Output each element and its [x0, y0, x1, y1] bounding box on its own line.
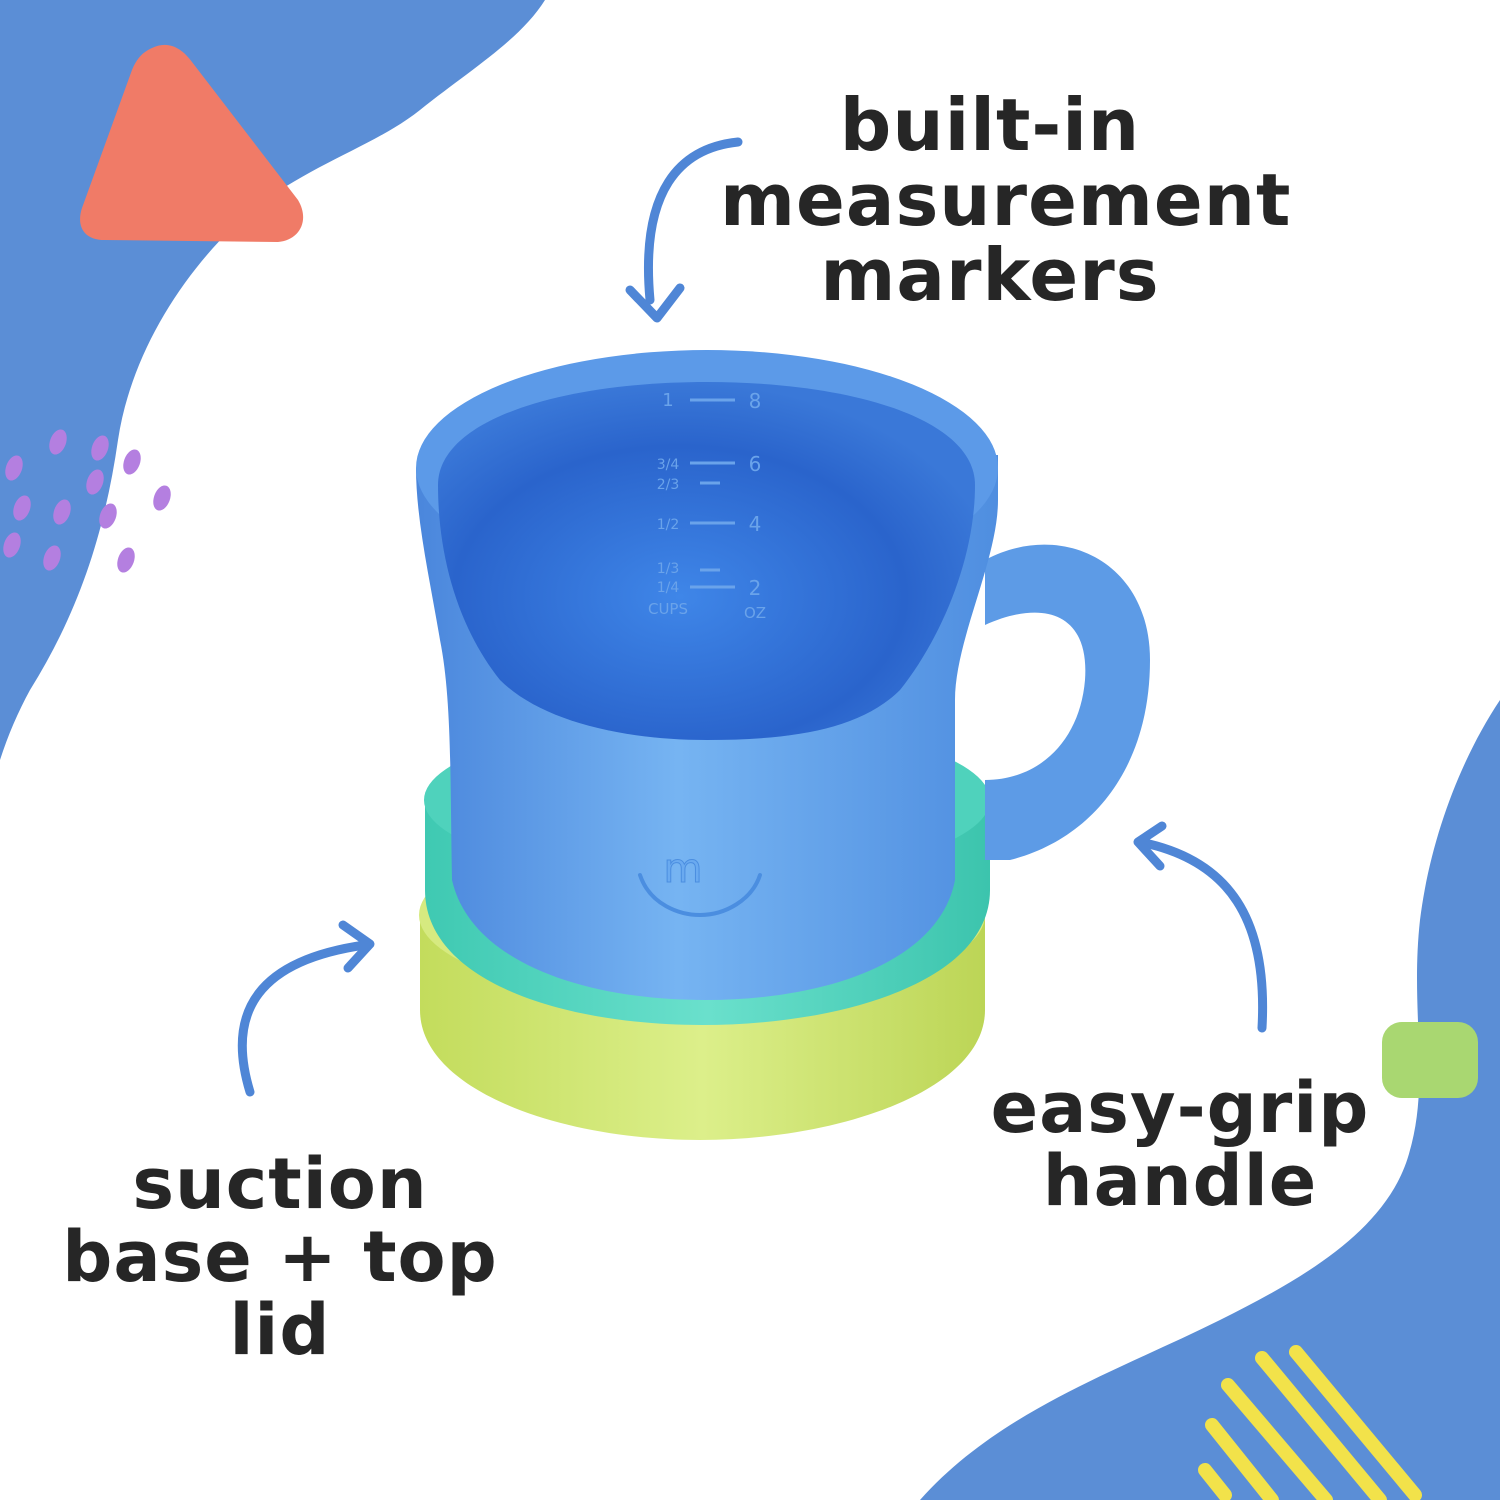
logo-letter: m — [664, 846, 703, 892]
oz-mark-6: 6 — [749, 452, 762, 476]
cups-mark-1-4: 1/4 — [657, 580, 680, 596]
callout-line: suction — [132, 1143, 428, 1225]
oz-unit-label: OZ — [744, 604, 766, 622]
coral-triangle — [80, 44, 304, 242]
callout-line: markers — [820, 232, 1160, 317]
cup-handle — [985, 544, 1150, 860]
cups-mark-1-2: 1/2 — [657, 517, 680, 533]
callout-suction-base: suction base + top lid — [60, 1148, 500, 1366]
oz-mark-4: 4 — [749, 512, 762, 536]
blue-blob-bottom-right — [920, 700, 1500, 1500]
curved-arrow-icon — [1133, 821, 1268, 1033]
oz-mark-2: 2 — [749, 576, 762, 600]
cups-unit-label: CUPS — [648, 600, 688, 618]
measurement-markers: 1 3/4 2/3 1/2 1/3 1/4 CUPS 8 6 4 2 OZ — [648, 389, 766, 622]
cup-interior — [438, 382, 975, 740]
callout-line: lid — [229, 1288, 331, 1371]
curved-arrow-icon — [237, 920, 375, 1097]
callout-easy-grip-handle: easy-grip handle — [990, 1072, 1370, 1218]
callout-measurement-markers: built-in measurement markers — [720, 83, 1292, 317]
cups-mark-1: 1 — [662, 390, 673, 411]
green-rounded-square — [1382, 1022, 1478, 1098]
callout-line: easy-grip — [990, 1067, 1370, 1149]
oz-mark-8: 8 — [749, 389, 762, 413]
cups-mark-1-3: 1/3 — [657, 561, 680, 577]
brand-logo: m — [638, 846, 762, 918]
curved-arrow-icon — [625, 137, 743, 323]
purple-dots — [3, 429, 171, 573]
callout-line: built-in — [839, 83, 1141, 167]
cups-mark-3-4: 3/4 — [657, 457, 680, 473]
cups-mark-2-3: 2/3 — [657, 477, 680, 493]
callout-line: base + top — [62, 1215, 498, 1298]
callout-line: measurement — [720, 157, 1292, 242]
callout-line: handle — [1042, 1139, 1318, 1222]
yellow-lines — [1198, 1345, 1422, 1500]
